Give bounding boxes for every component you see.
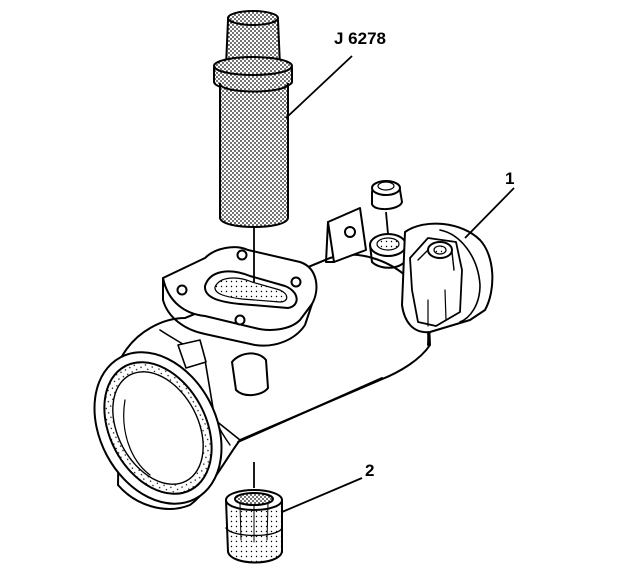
mounting-tab: [325, 207, 367, 263]
leader-line-2: [281, 477, 363, 513]
callout-2: 2: [365, 461, 375, 480]
port-flange: [162, 246, 318, 347]
driver-tool: [213, 10, 293, 228]
cap-seat: [369, 233, 407, 269]
housing-bore: [93, 351, 223, 505]
bushing: [225, 489, 283, 564]
cap-center-line: [385, 211, 389, 235]
leader-line-tool: [285, 55, 353, 119]
end-cap: [401, 222, 494, 334]
leader-line-1: [464, 187, 515, 239]
callout-tool-number: J 6278: [334, 29, 386, 48]
callout-1: 1: [505, 169, 515, 188]
bleed-cap: [371, 180, 403, 210]
